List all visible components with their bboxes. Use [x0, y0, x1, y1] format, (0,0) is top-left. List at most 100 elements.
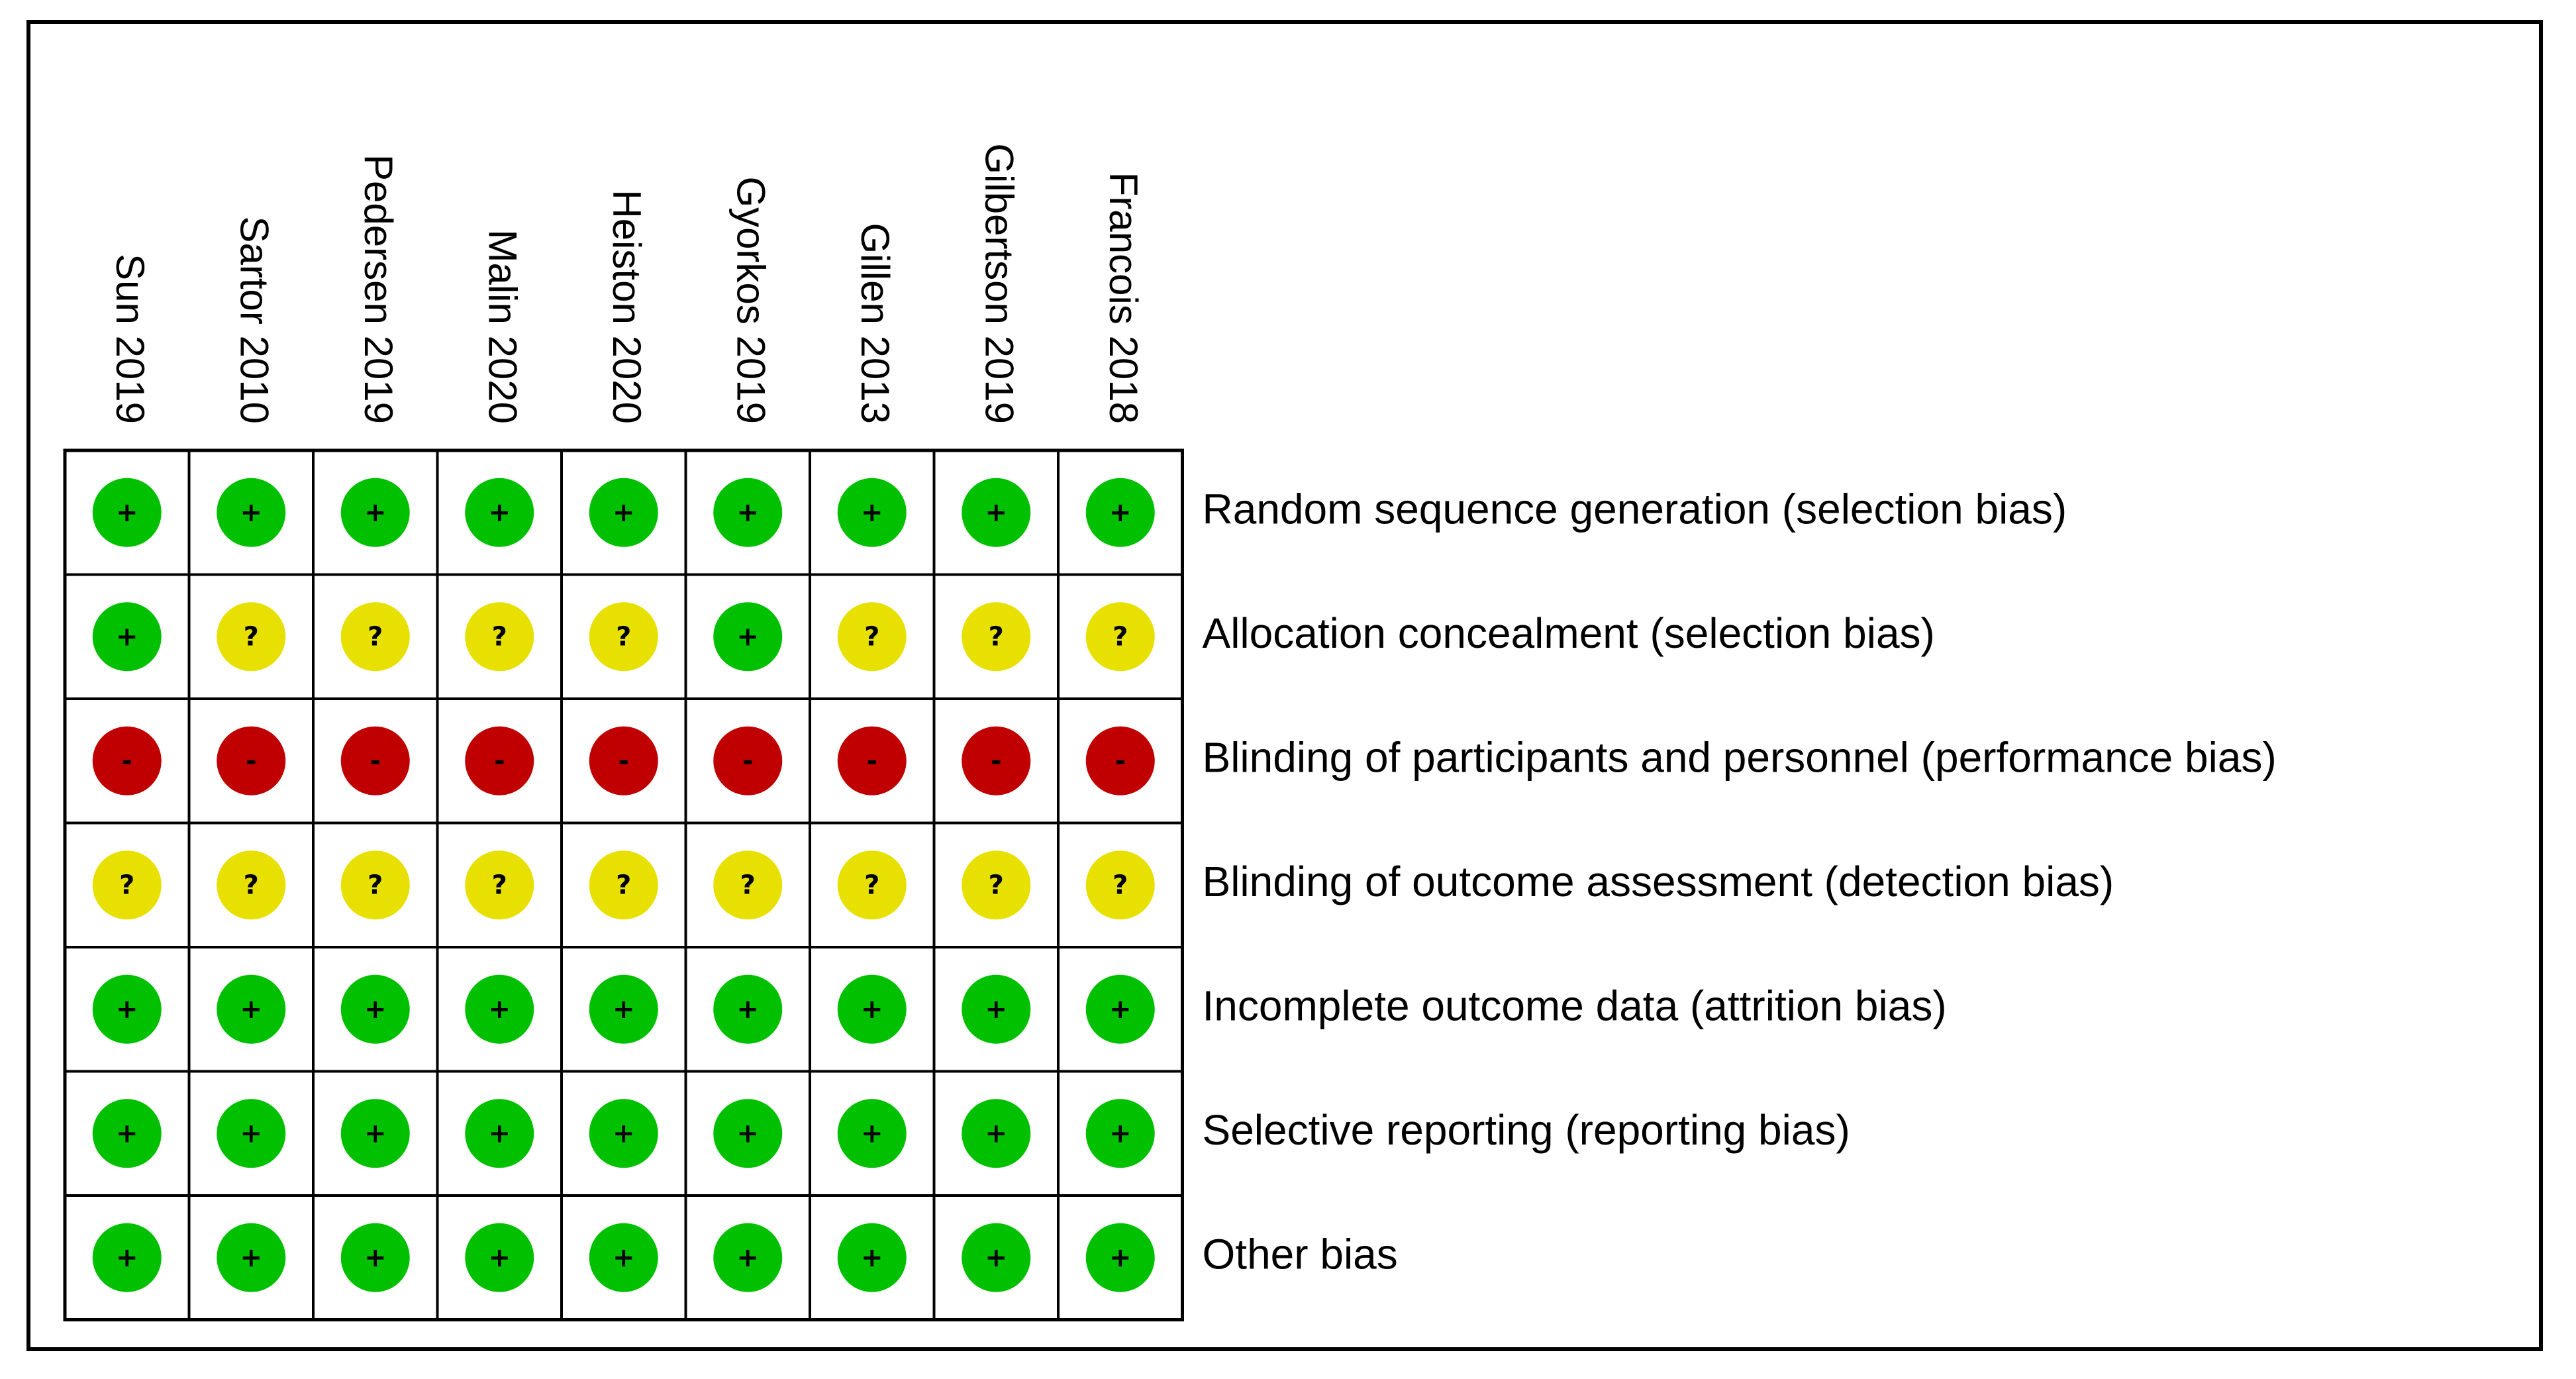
low-risk-circle	[1085, 974, 1155, 1044]
study-label: Gilbertson 2019	[977, 143, 1021, 424]
judgement-low: +	[1085, 1223, 1155, 1292]
low-risk-circle	[962, 1223, 1031, 1292]
low-risk-symbol: +	[116, 994, 138, 1025]
low-risk-circle	[837, 1099, 907, 1168]
unclear-risk-symbol: ?	[864, 870, 879, 900]
unclear-risk-circle	[217, 602, 286, 672]
low-risk-circle	[1085, 478, 1155, 547]
low-risk-symbol: +	[488, 994, 511, 1025]
low-risk-symbol: +	[240, 1243, 262, 1273]
judgement-low: +	[837, 1099, 907, 1168]
judgement-unclear: ?	[217, 850, 286, 920]
low-risk-circle	[589, 478, 658, 547]
low-risk-circle	[589, 1223, 658, 1292]
low-risk-circle	[340, 1223, 410, 1292]
low-risk-circle	[92, 478, 162, 547]
low-risk-symbol: +	[736, 1243, 759, 1273]
high-risk-symbol: -	[991, 746, 1002, 776]
judgement-low: +	[465, 478, 534, 547]
low-risk-circle	[217, 478, 286, 547]
low-risk-symbol: +	[613, 497, 635, 528]
low-risk-symbol: +	[116, 1243, 138, 1273]
judgement-unclear: ?	[1085, 602, 1155, 672]
low-risk-circle	[465, 1099, 534, 1168]
judgement-low: +	[713, 602, 783, 672]
unclear-risk-symbol: ?	[740, 870, 756, 900]
unclear-risk-circle	[92, 850, 162, 920]
domain-label: Blinding of participants and personnel (…	[1203, 734, 2277, 782]
judgement-unclear: ?	[962, 850, 1031, 920]
low-risk-circle	[962, 478, 1031, 547]
domain-label: Selective reporting (reporting bias)	[1203, 1106, 1850, 1154]
low-risk-symbol: +	[861, 1118, 883, 1149]
unclear-risk-symbol: ?	[368, 870, 383, 900]
judgement-low: +	[713, 1223, 783, 1292]
unclear-risk-circle	[837, 602, 907, 672]
unclear-risk-circle	[465, 850, 534, 920]
low-risk-symbol: +	[116, 497, 138, 528]
low-risk-symbol: +	[488, 497, 511, 528]
unclear-risk-circle	[589, 602, 658, 672]
unclear-risk-circle	[589, 850, 658, 920]
judgement-unclear: ?	[837, 602, 907, 672]
judgement-low: +	[340, 974, 410, 1044]
low-risk-circle	[713, 1223, 783, 1292]
low-risk-circle	[962, 974, 1031, 1044]
low-risk-circle	[962, 1099, 1031, 1168]
judgement-low: +	[837, 478, 907, 547]
high-risk-symbol: -	[742, 746, 754, 776]
unclear-risk-circle	[962, 850, 1031, 920]
judgement-unclear: ?	[589, 602, 658, 672]
low-risk-circle	[837, 974, 907, 1044]
low-risk-circle	[713, 974, 783, 1044]
low-risk-circle	[217, 1223, 286, 1292]
low-risk-circle	[340, 1099, 410, 1168]
low-risk-symbol: +	[116, 1118, 138, 1149]
study-label: Sun 2019	[108, 254, 152, 424]
low-risk-symbol: +	[364, 994, 387, 1025]
low-risk-symbol: +	[240, 497, 262, 528]
judgement-low: +	[962, 478, 1031, 547]
low-risk-symbol: +	[861, 994, 883, 1025]
judgement-low: +	[340, 478, 410, 547]
unclear-risk-symbol: ?	[1113, 870, 1128, 900]
judgement-unclear: ?	[589, 850, 658, 920]
study-label: Sartor 2010	[232, 216, 276, 424]
low-risk-circle	[713, 478, 783, 547]
judgement-high: -	[340, 726, 410, 795]
study-label: Malin 2020	[480, 229, 524, 424]
low-risk-circle	[837, 478, 907, 547]
high-risk-symbol: -	[494, 746, 505, 776]
low-risk-symbol: +	[364, 497, 387, 528]
low-risk-symbol: +	[488, 1243, 511, 1273]
judgement-unclear: ?	[837, 850, 907, 920]
study-label: Gyorkos 2019	[728, 176, 773, 424]
low-risk-circle	[1085, 1099, 1155, 1168]
judgement-unclear: ?	[465, 602, 534, 672]
high-risk-circle	[340, 726, 410, 795]
low-risk-circle	[92, 1099, 162, 1168]
high-risk-symbol: -	[246, 746, 257, 776]
unclear-risk-symbol: ?	[492, 870, 507, 900]
judgement-low: +	[837, 974, 907, 1044]
low-risk-circle	[465, 478, 534, 547]
judgement-high: -	[837, 726, 907, 795]
low-risk-symbol: +	[116, 621, 138, 652]
low-risk-circle	[713, 1099, 783, 1168]
domain-label: Random sequence generation (selection bi…	[1203, 485, 2067, 533]
unclear-risk-symbol: ?	[492, 621, 507, 652]
low-risk-symbol: +	[985, 1243, 1007, 1273]
unclear-risk-symbol: ?	[989, 870, 1004, 900]
judgement-low: +	[92, 974, 162, 1044]
unclear-risk-circle	[1085, 602, 1155, 672]
unclear-risk-symbol: ?	[616, 621, 631, 652]
study-label: Francois 2018	[1101, 172, 1146, 424]
low-risk-symbol: +	[1109, 994, 1132, 1025]
low-risk-circle	[217, 1099, 286, 1168]
low-risk-circle	[340, 974, 410, 1044]
judgement-unclear: ?	[217, 602, 286, 672]
judgement-unclear: ?	[340, 850, 410, 920]
low-risk-symbol: +	[736, 497, 759, 528]
unclear-risk-circle	[340, 602, 410, 672]
